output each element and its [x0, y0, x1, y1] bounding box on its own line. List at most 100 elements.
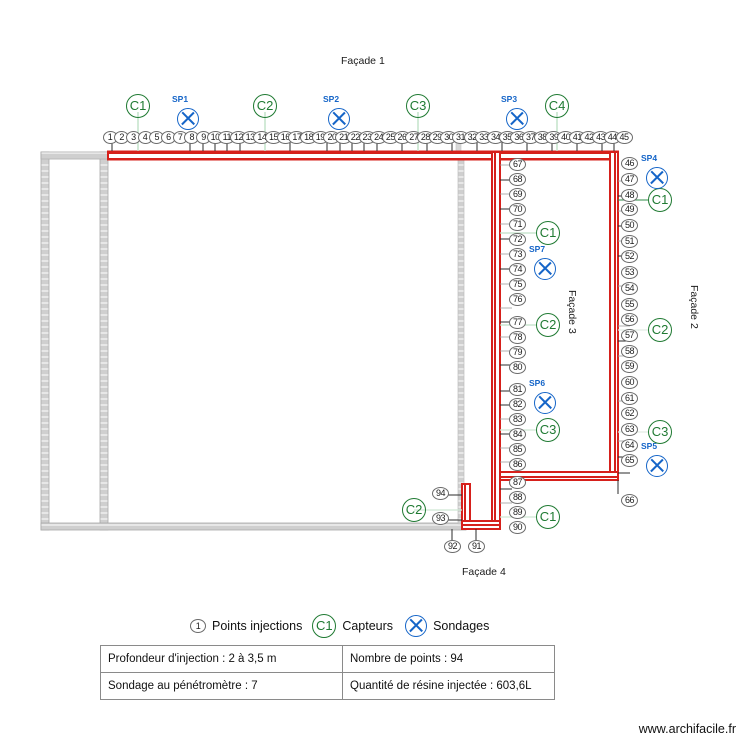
injection-point: 63 [621, 423, 638, 436]
injection-point: 76 [509, 293, 526, 306]
sondage-label-sp1: SP1 [172, 94, 189, 104]
capteur-marker-c2: C2 [536, 313, 560, 337]
sondage-icon-sp3 [506, 108, 528, 130]
injection-point: 69 [509, 188, 526, 201]
legend-sondage-icon [405, 615, 428, 637]
capteur-marker-c2: C2 [253, 94, 277, 118]
cell-penetrometer: Sondage au pénétromètre : 7 [100, 672, 343, 700]
capteur-marker-c1: C1 [126, 94, 150, 118]
injection-point: 54 [621, 282, 638, 295]
injection-point: 55 [621, 298, 638, 311]
wall-top-left-stub [40, 151, 109, 160]
red-wall-facade-4 [461, 520, 501, 530]
injection-point: 94 [432, 487, 449, 500]
legend: 1 Points injections C1 Capteurs Sondages [190, 612, 489, 640]
sondage-label-sp4: SP4 [641, 153, 658, 163]
facade-1-label: Façade 1 [341, 55, 385, 67]
sondage-label-sp2: SP2 [323, 94, 340, 104]
cell-point-count: Nombre de points : 94 [342, 645, 555, 673]
injection-point: 53 [621, 266, 638, 279]
sondage-label-sp7: SP7 [529, 244, 546, 254]
red-wall-facade-1 [107, 150, 619, 161]
injection-point: 77 [509, 316, 526, 329]
injection-point: 50 [621, 219, 638, 232]
injection-point: 93 [432, 512, 449, 525]
injection-point: 66 [621, 494, 638, 507]
wall-interior-right [457, 155, 465, 525]
injection-point: 46 [621, 157, 638, 170]
capteur-marker-c3: C3 [648, 420, 672, 444]
summary-table: Profondeur d'injection : 2 à 3,5 m Nombr… [100, 645, 555, 700]
legend-point-icon: 1 [190, 619, 206, 633]
injection-point: 45 [615, 131, 633, 144]
injection-point: 52 [621, 250, 638, 263]
sondage-icon-sp4 [646, 167, 668, 189]
injection-point: 85 [509, 443, 526, 456]
injection-point: 92 [444, 540, 461, 553]
legend-point-label: Points injections [212, 619, 303, 633]
injection-point: 49 [621, 203, 638, 216]
facade-3-label: Façade 3 [566, 290, 578, 334]
injection-point: 47 [621, 173, 638, 186]
wall-left [40, 151, 50, 531]
injection-point: 72 [509, 233, 526, 246]
facade-4-label: Façade 4 [462, 566, 506, 578]
watermark: www.archifacile.fr [638, 722, 736, 736]
injection-point: 88 [509, 491, 526, 504]
capteur-marker-c2: C2 [402, 498, 426, 522]
injection-point: 68 [509, 173, 526, 186]
injection-point: 84 [509, 428, 526, 441]
wall-bottom [40, 522, 467, 531]
injection-point: 74 [509, 263, 526, 276]
sondage-label-sp6: SP6 [529, 378, 546, 388]
capteur-marker-c1: C1 [648, 188, 672, 212]
cell-resin-quantity: Quantité de résine injectée : 603,6L [342, 672, 555, 700]
injection-point: 80 [509, 361, 526, 374]
injection-point: 70 [509, 203, 526, 216]
sondage-label-sp5: SP5 [641, 441, 658, 451]
red-wall-facade-2 [609, 151, 619, 481]
injection-point: 59 [621, 360, 638, 373]
injection-point: 73 [509, 248, 526, 261]
sondage-icon-sp2 [328, 108, 350, 130]
injection-point: 71 [509, 218, 526, 231]
injection-point: 2 [114, 131, 130, 144]
capteur-marker-c1: C1 [536, 505, 560, 529]
injection-point: 89 [509, 506, 526, 519]
capteur-marker-c2: C2 [648, 318, 672, 342]
sondage-icon-sp1 [177, 108, 199, 130]
wall-interior-vertical [99, 151, 109, 531]
capteur-marker-c3: C3 [406, 94, 430, 118]
capteur-marker-c1: C1 [536, 221, 560, 245]
injection-point: 62 [621, 407, 638, 420]
injection-point: 60 [621, 376, 638, 389]
legend-capteur-label: Capteurs [342, 619, 394, 633]
injection-point: 64 [621, 439, 638, 452]
sondage-label-sp3: SP3 [501, 94, 518, 104]
injection-point: 67 [509, 158, 526, 171]
injection-point: 82 [509, 398, 526, 411]
injection-point: 83 [509, 413, 526, 426]
injection-point: 87 [509, 476, 526, 489]
injection-point: 65 [621, 454, 638, 467]
capteur-marker-c3: C3 [536, 418, 560, 442]
capteur-marker-c4: C4 [545, 94, 569, 118]
cell-depth: Profondeur d'injection : 2 à 3,5 m [100, 645, 343, 673]
injection-point: 51 [621, 235, 638, 248]
injection-point: 75 [509, 278, 526, 291]
injection-point: 48 [621, 189, 638, 202]
injection-point: 86 [509, 458, 526, 471]
table-row: Profondeur d'injection : 2 à 3,5 m Nombr… [100, 645, 555, 673]
injection-point: 56 [621, 313, 638, 326]
legend-capteur-icon: C1 [312, 614, 337, 638]
legend-sondage-label: Sondages [433, 619, 490, 633]
table-row: Sondage au pénétromètre : 7 Quantité de … [100, 672, 555, 700]
injection-point: 90 [509, 521, 526, 534]
injection-point: 78 [509, 331, 526, 344]
sondage-icon-sp6 [534, 392, 556, 414]
sondage-icon-sp7 [534, 258, 556, 280]
facade-2-label: Façade 2 [688, 285, 700, 329]
red-wall-facade-3 [491, 151, 501, 529]
